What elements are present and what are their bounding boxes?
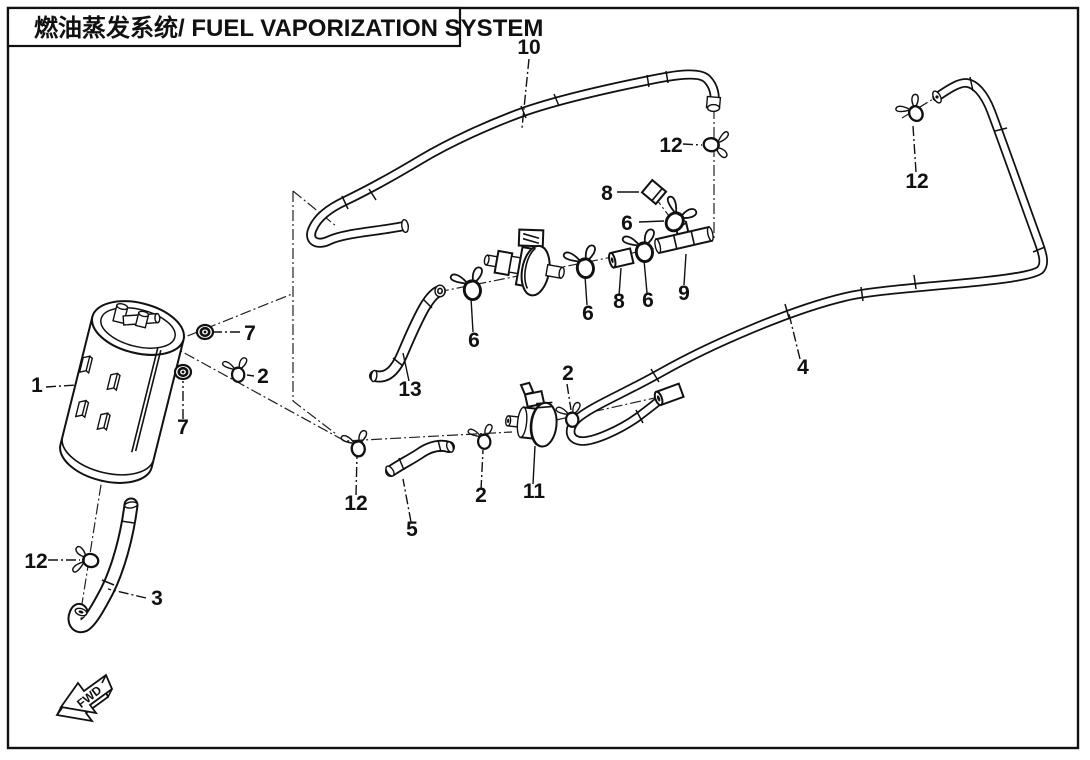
- part-10-upper-hose: [306, 69, 722, 248]
- callout-8b: 8: [613, 290, 625, 313]
- canister-top-ports: [112, 302, 161, 329]
- callout-7b: 7: [177, 416, 189, 439]
- part-12-clamp-b: [68, 544, 102, 579]
- page-border: [6, 6, 1080, 750]
- callout-5: 5: [406, 518, 418, 541]
- callout-12c: 12: [24, 550, 47, 573]
- callout-3: 3: [151, 587, 163, 610]
- callout-6c: 6: [642, 289, 654, 312]
- part-6-clamp-a: [448, 265, 489, 305]
- part-4-end-fitting: [653, 382, 685, 407]
- callout-10: 10: [517, 36, 540, 59]
- part-13-middle-hose: [369, 284, 446, 383]
- callout-4: 4: [797, 356, 809, 379]
- callout-11: 11: [523, 480, 546, 503]
- part-1-canister: [59, 300, 186, 484]
- page-title: 燃油蒸发系统/ FUEL VAPORIZATION SYSTEM: [34, 14, 543, 42]
- part-7-grommet-upper: [195, 323, 215, 341]
- callout-9: 9: [678, 282, 690, 305]
- part-8-tube-top: [640, 178, 668, 206]
- part-2-clamp-b: [466, 423, 497, 452]
- callout-2a: 2: [257, 365, 269, 388]
- vent-valve: [483, 228, 565, 297]
- callout-12b: 12: [344, 492, 367, 515]
- part-8-tube-mid: [608, 247, 635, 269]
- callout-6a: 6: [468, 329, 480, 352]
- part-2-clamp-a: [221, 356, 250, 385]
- callout-7a: 7: [244, 322, 256, 345]
- callout-6d: 6: [621, 212, 633, 235]
- callout-2b: 2: [475, 484, 487, 507]
- part-6-clamp-b: [561, 243, 602, 283]
- callout-numbers: 1 2 2 2 3 4 5 6 6 6 6 7 7 8 8 9 10 11 12…: [24, 36, 928, 610]
- title-box: [6, 6, 462, 48]
- assembly-axis-lines: [80, 98, 934, 611]
- callout-13: 13: [398, 378, 421, 401]
- part-7-grommet-lower: [173, 363, 193, 381]
- callout-2c: 2: [562, 362, 574, 385]
- canister-slots: [74, 355, 121, 432]
- part-12-clamp-c: [700, 127, 733, 160]
- part-11-valve: [505, 381, 558, 448]
- canister-seam: [130, 347, 162, 453]
- part-12-clamp-a: [339, 429, 371, 460]
- fwd-marker: FWD: [55, 673, 114, 723]
- part-5-short-hose: [385, 439, 455, 477]
- callout-12d: 12: [905, 170, 928, 193]
- callout-leaders: [45, 58, 917, 599]
- callout-8a: 8: [601, 182, 613, 205]
- part-12-clamp-d: [892, 92, 930, 129]
- callout-1: 1: [31, 374, 43, 397]
- part-4-right-hose: [565, 76, 1049, 446]
- vent-valve-tab: [517, 228, 545, 248]
- callout-12a: 12: [659, 134, 682, 157]
- callout-6b: 6: [582, 302, 594, 325]
- part-3-lower-hose: [67, 497, 139, 634]
